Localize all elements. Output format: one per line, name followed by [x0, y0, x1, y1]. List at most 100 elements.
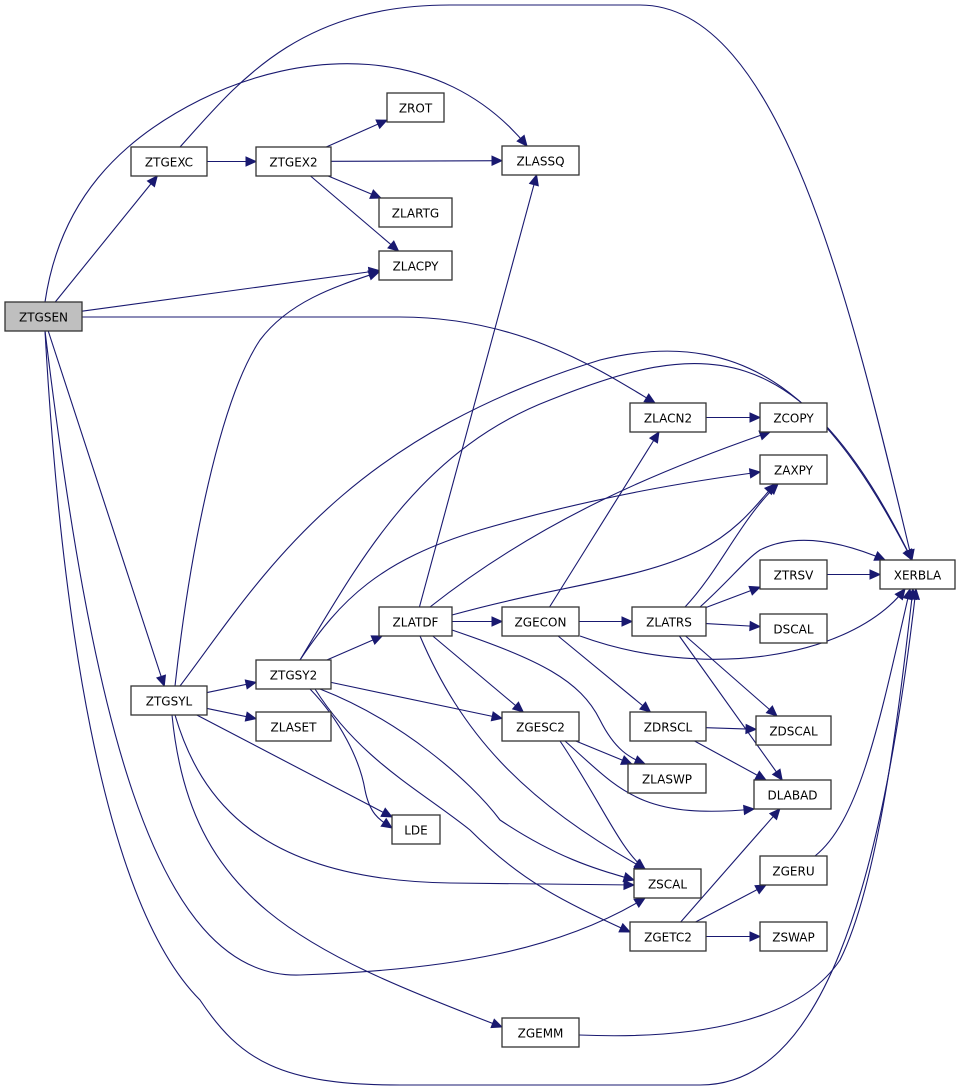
- node-box: [4, 301, 83, 332]
- arrowhead-icon: [516, 134, 528, 147]
- node-ztgsy2[interactable]: ZTGSY2: [255, 659, 332, 690]
- arrowhead-icon: [387, 240, 400, 252]
- node-zlacn2[interactable]: ZLACN2: [629, 402, 707, 433]
- node-label: ZLARTG: [392, 207, 439, 221]
- arrowhead-icon: [375, 119, 389, 130]
- node-ztgex2[interactable]: ZTGEX2: [255, 146, 332, 177]
- node-label: ZLASSQ: [516, 155, 564, 169]
- node-zlaset[interactable]: ZLASET: [255, 711, 332, 742]
- node-zscal[interactable]: ZSCAL: [633, 868, 702, 899]
- node-label: ZDSCAL: [769, 725, 818, 739]
- arrowhead-icon: [749, 931, 762, 942]
- node-zlatrs[interactable]: ZLATRS: [631, 606, 707, 637]
- node-label: ZLACPY: [393, 260, 440, 274]
- node-box: [386, 92, 445, 123]
- arrowhead-icon: [873, 551, 887, 561]
- node-box: [255, 659, 332, 690]
- node-label: XERBLA: [894, 569, 942, 583]
- node-xerbla[interactable]: XERBLA: [879, 559, 956, 590]
- node-zswap[interactable]: ZSWAP: [759, 921, 828, 952]
- edge-ztgsyl-to-lde: [196, 714, 393, 818]
- node-zgetc2[interactable]: ZGETC2: [629, 921, 707, 952]
- node-box: [633, 868, 702, 899]
- edge-ztgsy2-to-zaxpy: [299, 471, 761, 661]
- node-ztgsen[interactable]: ZTGSEN: [4, 301, 83, 332]
- node-zlassq[interactable]: ZLASSQ: [501, 145, 580, 176]
- edge-zlatrs-to-zaxpy: [684, 483, 779, 608]
- arrowhead-icon: [245, 156, 258, 167]
- edge-ztgsen-to-zlacpy: [81, 269, 380, 312]
- node-label: ZCOPY: [773, 412, 814, 426]
- node-box: [130, 146, 208, 177]
- node-box: [255, 146, 332, 177]
- arrowhead-icon: [754, 770, 768, 781]
- arrowhead-icon: [621, 616, 634, 627]
- node-box: [759, 613, 828, 644]
- node-label: ZROT: [399, 102, 433, 116]
- node-zlartg[interactable]: ZLARTG: [378, 197, 453, 228]
- node-label: ZAXPY: [774, 464, 814, 478]
- node-box: [629, 711, 707, 742]
- arrowhead-icon: [771, 768, 783, 781]
- arrowhead-icon: [749, 620, 762, 632]
- arrowhead-icon: [367, 270, 381, 281]
- edge-ztgsyl-to-xerbla: [179, 350, 913, 687]
- node-label: ZLASWP: [642, 773, 692, 787]
- arrowhead-icon: [869, 569, 882, 580]
- node-label: ZTGSEN: [19, 311, 68, 325]
- node-ztrsv[interactable]: ZTRSV: [759, 559, 828, 590]
- arrowhead-icon: [491, 155, 504, 166]
- node-zaxpy[interactable]: ZAXPY: [759, 454, 828, 485]
- arrowhead-icon: [490, 1018, 504, 1029]
- edge-ztgsen-to-zlacn2: [82, 316, 656, 404]
- arrowhead-icon: [902, 548, 913, 562]
- edge-zlatrs-to-dlabad: [678, 635, 783, 781]
- node-zgecon[interactable]: ZGECON: [501, 606, 580, 637]
- edge-zgecon-to-xerbla: [579, 588, 906, 660]
- node-zgeru[interactable]: ZGERU: [759, 855, 828, 886]
- arrowhead-icon: [906, 587, 918, 601]
- node-lde[interactable]: LDE: [391, 814, 441, 845]
- node-box: [501, 1017, 580, 1048]
- arrowhead-icon: [633, 858, 646, 870]
- node-box: [501, 606, 580, 637]
- arrowhead-icon: [748, 585, 762, 596]
- node-dlabad[interactable]: DLABAD: [753, 779, 832, 810]
- edge-ztgex2-to-zrot: [326, 119, 388, 148]
- node-box: [501, 711, 580, 742]
- arrowhead-icon: [244, 711, 258, 722]
- node-box: [130, 685, 208, 716]
- node-zlaswp[interactable]: ZLASWP: [627, 763, 707, 794]
- node-zdrscl[interactable]: ZDRSCL: [629, 711, 707, 742]
- arrowhead-icon: [754, 884, 768, 895]
- edge-ztgsen-to-ztgexc: [54, 175, 158, 303]
- node-box: [759, 855, 828, 886]
- node-zlacpy[interactable]: ZLACPY: [378, 250, 453, 281]
- node-zcopy[interactable]: ZCOPY: [759, 402, 828, 433]
- node-ztgsyl[interactable]: ZTGSYL: [130, 685, 208, 716]
- node-zdscal[interactable]: ZDSCAL: [755, 715, 832, 746]
- node-label: ZLATDF: [393, 616, 439, 630]
- arrowhead-icon: [380, 807, 394, 818]
- node-box: [753, 779, 832, 810]
- arrowhead-icon: [748, 468, 762, 479]
- node-zlatdf[interactable]: ZLATDF: [378, 606, 453, 637]
- arrowhead-icon: [768, 808, 781, 821]
- node-dscal[interactable]: DSCAL: [759, 613, 828, 644]
- arrowhead-icon: [745, 723, 758, 735]
- node-ztgexc[interactable]: ZTGEXC: [130, 146, 208, 177]
- edge-zlatdf-to-zaxpy: [451, 483, 776, 616]
- arrowhead-icon: [648, 430, 660, 444]
- node-box: [255, 711, 332, 742]
- edge-ztgsyl-to-zscal: [174, 714, 635, 886]
- node-zrot[interactable]: ZROT: [386, 92, 445, 123]
- arrowhead-icon: [380, 817, 394, 829]
- node-box: [378, 250, 453, 281]
- node-label: ZDRSCL: [644, 721, 693, 735]
- edge-zgesc2-to-dlabad: [564, 740, 755, 812]
- node-zgesc2[interactable]: ZGESC2: [501, 711, 580, 742]
- edge-ztgexc-to-xerbla: [179, 4, 913, 561]
- node-zgemm[interactable]: ZGEMM: [501, 1017, 580, 1048]
- edge-ztgsen-to-zscal: [44, 330, 646, 976]
